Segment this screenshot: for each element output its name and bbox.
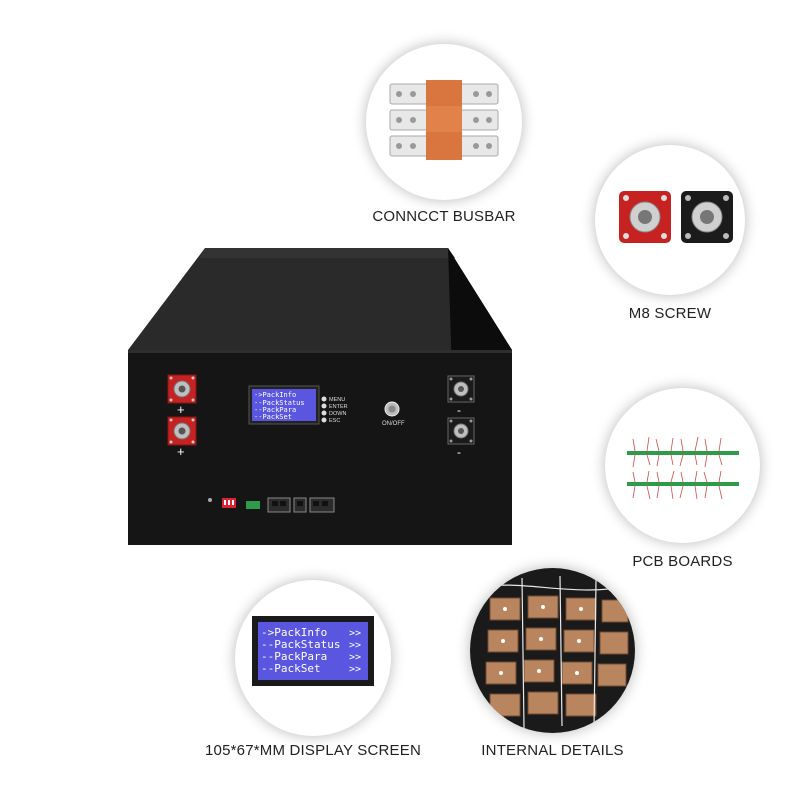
black-terminal-icon xyxy=(681,191,733,243)
front-lcd-line-3: --PackPara xyxy=(254,406,296,414)
lcd-arrow-4: >> xyxy=(349,664,361,675)
menu-button[interactable] xyxy=(321,396,327,402)
rs485-port-1[interactable] xyxy=(267,497,291,513)
display-caption: 105*67*MM DISPLAY SCREEN xyxy=(204,742,421,759)
busbar-illustration xyxy=(389,80,499,160)
front-lcd-line-2: --PackStatus xyxy=(254,399,305,407)
enter-button[interactable] xyxy=(321,403,327,409)
lcd-arrow-3: >> xyxy=(349,652,361,663)
positive-terminal-2 xyxy=(167,416,197,446)
menu-button-label: MENU xyxy=(329,397,345,403)
down-button-label: DOWN xyxy=(329,411,346,417)
display-screen-illustration: ->PackInfo --PackStatus --PackPara --Pac… xyxy=(252,616,374,686)
internal-callout xyxy=(470,568,635,733)
pcb-caption: PCB BOARDS xyxy=(632,553,733,570)
m8-screw-illustration xyxy=(619,191,733,243)
lcd-arrow-1: >> xyxy=(349,628,361,639)
busbar-callout xyxy=(366,44,522,200)
display-callout: ->PackInfo --PackStatus --PackPara --Pac… xyxy=(235,580,391,736)
zoomed-lcd-line-2: --PackStatus xyxy=(261,638,340,651)
red-terminal-icon xyxy=(619,191,671,243)
dry-contact-terminal xyxy=(246,501,260,509)
front-lcd-screen xyxy=(252,389,316,421)
positive-sign-1: + xyxy=(177,402,185,417)
screw-callout xyxy=(595,145,745,295)
battery-top-face xyxy=(128,248,512,350)
negative-sign-2: - xyxy=(457,445,461,459)
screw-caption: M8 SCREW xyxy=(628,305,712,322)
internal-details-illustration xyxy=(470,568,635,733)
lcd-arrow-2: >> xyxy=(349,640,361,651)
positive-sign-2: + xyxy=(177,444,185,459)
down-button[interactable] xyxy=(321,410,327,416)
zoomed-lcd-screen xyxy=(258,622,368,680)
enter-button-label: ENTER xyxy=(329,404,348,410)
negative-terminal-1 xyxy=(447,375,475,403)
internal-caption: INTERNAL DETAILS xyxy=(481,742,624,759)
negative-sign-1: - xyxy=(457,403,461,417)
communication-port-panel xyxy=(208,497,335,513)
esc-button[interactable] xyxy=(321,417,327,423)
zoomed-lcd-line-4: --PackSet xyxy=(261,662,321,675)
pcb-boards-illustration xyxy=(627,436,739,500)
negative-terminal-2 xyxy=(447,417,475,445)
front-lcd-line-4: --PackSet xyxy=(254,413,292,421)
power-button-label: ON/OFF xyxy=(382,421,405,427)
pcb-callout xyxy=(605,388,760,543)
busbar-caption: CONNCCT BUSBAR xyxy=(372,208,516,225)
zoomed-lcd-line-3: --PackPara xyxy=(261,650,327,663)
positive-terminal-1 xyxy=(167,374,197,404)
front-lcd-line-1: ->PackInfo xyxy=(254,391,296,399)
esc-button-label: ESC xyxy=(329,418,340,424)
zoomed-lcd-line-1: ->PackInfo xyxy=(261,626,327,639)
